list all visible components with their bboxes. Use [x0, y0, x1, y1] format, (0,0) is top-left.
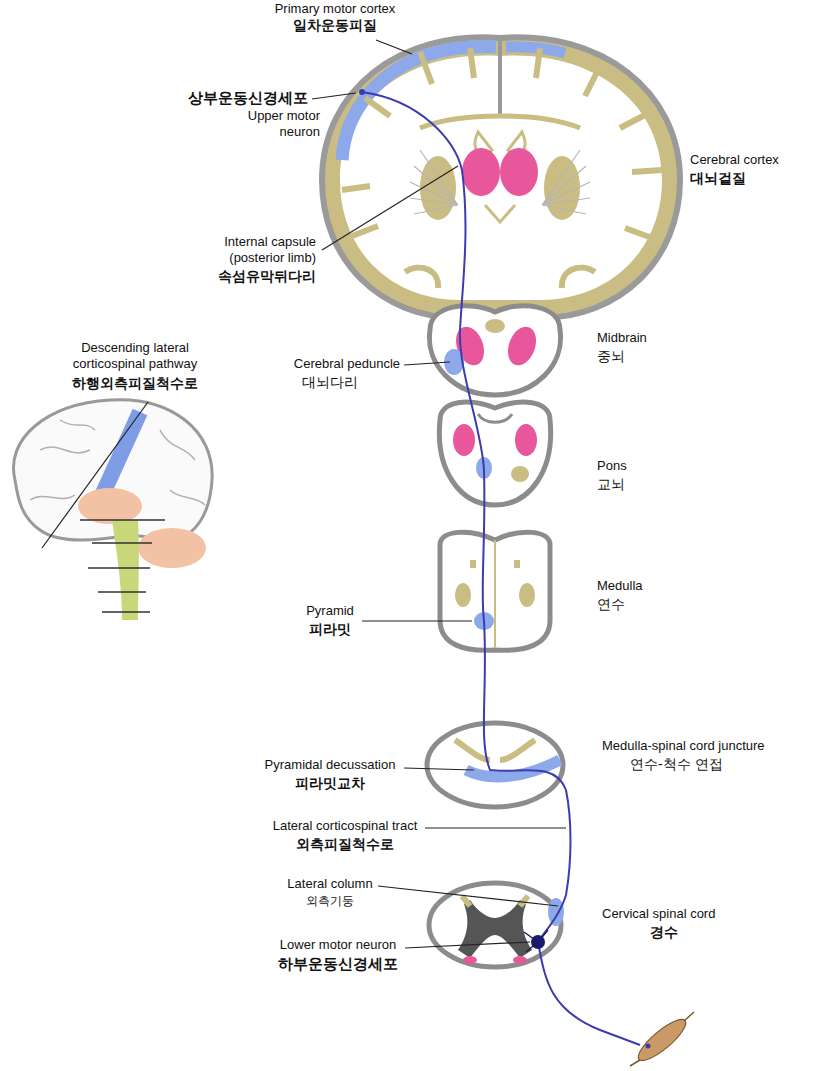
leader-lines-part: [404, 362, 450, 365]
coronal-brain-part: [500, 148, 538, 196]
leader-lines-part: [378, 886, 558, 906]
muscle-illustration-part: [633, 1014, 691, 1066]
medulla-section-part: [470, 560, 476, 568]
corticospinal-axon-part: [359, 89, 365, 95]
juncture-section-part: [455, 740, 535, 760]
structure-label: 경수: [650, 924, 678, 941]
structure-label: 연수-척수 연접: [630, 756, 723, 773]
leader-lines: [312, 40, 566, 948]
midbrain-section-part: [503, 323, 541, 369]
spinal-cord-section-part: [548, 898, 564, 926]
medulla-section-part: [455, 583, 471, 607]
coronal-brain-part: [342, 48, 662, 238]
coronal-brain-part: [506, 47, 565, 53]
structure-label: Pyramid: [306, 603, 354, 619]
medulla-section: [440, 532, 550, 650]
structure-label: 교뇌: [597, 476, 625, 493]
structure-label: Medulla-spinal cord juncture: [602, 738, 765, 754]
structure-label: Lateral corticospinal tract: [273, 818, 418, 834]
coronal-brain: [322, 37, 680, 318]
corticospinal-axon-part: [524, 930, 548, 952]
leader-lines-part: [362, 620, 472, 621]
structure-label: Cervical spinal cord: [602, 906, 715, 922]
lateral-brain-part: [80, 520, 165, 612]
coronal-brain-part: [485, 205, 515, 222]
leader-lines-part: [376, 40, 412, 54]
lateral-brain-part: [13, 400, 212, 540]
lateral-brain-part: [78, 488, 142, 524]
leader-lines-part: [404, 768, 474, 770]
medulla-section-part: [519, 583, 535, 607]
coronal-brain-part: [498, 38, 502, 115]
muscle-illustration: [630, 1012, 694, 1066]
spinal-cord-section: [429, 883, 564, 967]
pons-section-part: [515, 424, 537, 456]
pons-section-part: [453, 424, 475, 456]
structure-label: 외측기둥: [306, 894, 354, 909]
structure-label: Descending lateral corticospinal pathway: [57, 340, 213, 372]
coronal-brain-part: [410, 150, 590, 214]
coronal-brain-part: [462, 148, 500, 196]
juncture-section-part: [466, 760, 560, 777]
spinal-cord-section-part: [463, 956, 477, 964]
pons-section: [439, 402, 550, 505]
structure-label: 피라밋교차: [295, 775, 365, 792]
structure-label: Upper motor neuron: [228, 108, 320, 140]
spinal-cord-section-part: [458, 900, 532, 958]
lateral-brain-part: [42, 402, 148, 548]
structure-label: Internal capsule (posterior limb): [194, 234, 316, 266]
structure-label: 속섬유막뒤다리: [218, 268, 316, 285]
structure-label: 하부운동신경세포: [278, 955, 398, 973]
medulla-section-part: [514, 560, 520, 568]
corticospinal-axon: [359, 89, 640, 1045]
structure-label: Primary motor cortex: [275, 1, 396, 17]
structure-label: 중뇌: [597, 348, 625, 365]
midbrain-section-part: [429, 306, 560, 395]
pons-section-part: [439, 402, 550, 505]
medulla-section-part: [494, 540, 496, 648]
structure-label: 상부운동신경세포: [188, 89, 308, 107]
structure-label: Pyramidal decussation: [265, 757, 396, 773]
lateral-brain: [13, 400, 212, 620]
lateral-brain-part: [100, 412, 140, 500]
pons-section-part: [511, 466, 529, 482]
pons-section-part: [478, 414, 512, 422]
structure-label: Medulla: [597, 578, 643, 594]
muscle-illustration-part: [646, 1044, 651, 1049]
coronal-brain-part: [322, 37, 680, 318]
muscle-illustration-part: [630, 1012, 694, 1066]
leader-lines-part: [425, 827, 566, 828]
leader-lines-part: [312, 93, 356, 99]
midbrain-section-part: [485, 319, 505, 333]
lateral-brain-part: [138, 528, 206, 568]
structure-label: 대뇌겉질: [690, 170, 746, 187]
structure-label: Pons: [597, 458, 627, 474]
structure-label: 대뇌다리: [302, 374, 358, 391]
structure-label: Cerebral peduncle: [294, 356, 400, 372]
leader-lines-part: [405, 942, 530, 948]
juncture-section-part: [427, 723, 563, 807]
structure-label: 연수: [597, 596, 625, 613]
corticospinal-axon-part: [362, 92, 571, 942]
juncture-section: [427, 723, 563, 807]
medulla-section-part: [440, 532, 550, 650]
coronal-brain-part: [405, 268, 595, 288]
lateral-brain-part: [112, 520, 139, 620]
spinal-cord-section-part: [513, 956, 527, 964]
corticospinal-axon-part: [538, 942, 640, 1045]
midbrain-section: [429, 306, 560, 395]
structure-label: 피라밋: [309, 621, 351, 638]
structure-label: Lower motor neuron: [280, 937, 396, 953]
leader-lines-part: [322, 166, 458, 250]
structure-label: Midbrain: [597, 330, 647, 346]
coronal-brain-part: [420, 116, 580, 128]
structure-label: Cerebral cortex: [690, 152, 779, 168]
structure-label: 하행외측피질척수로: [72, 375, 198, 392]
structure-label: 일차운동피질: [293, 17, 377, 34]
structure-label: 외측피질척수로: [296, 836, 394, 853]
structure-label: Lateral column: [287, 876, 372, 892]
